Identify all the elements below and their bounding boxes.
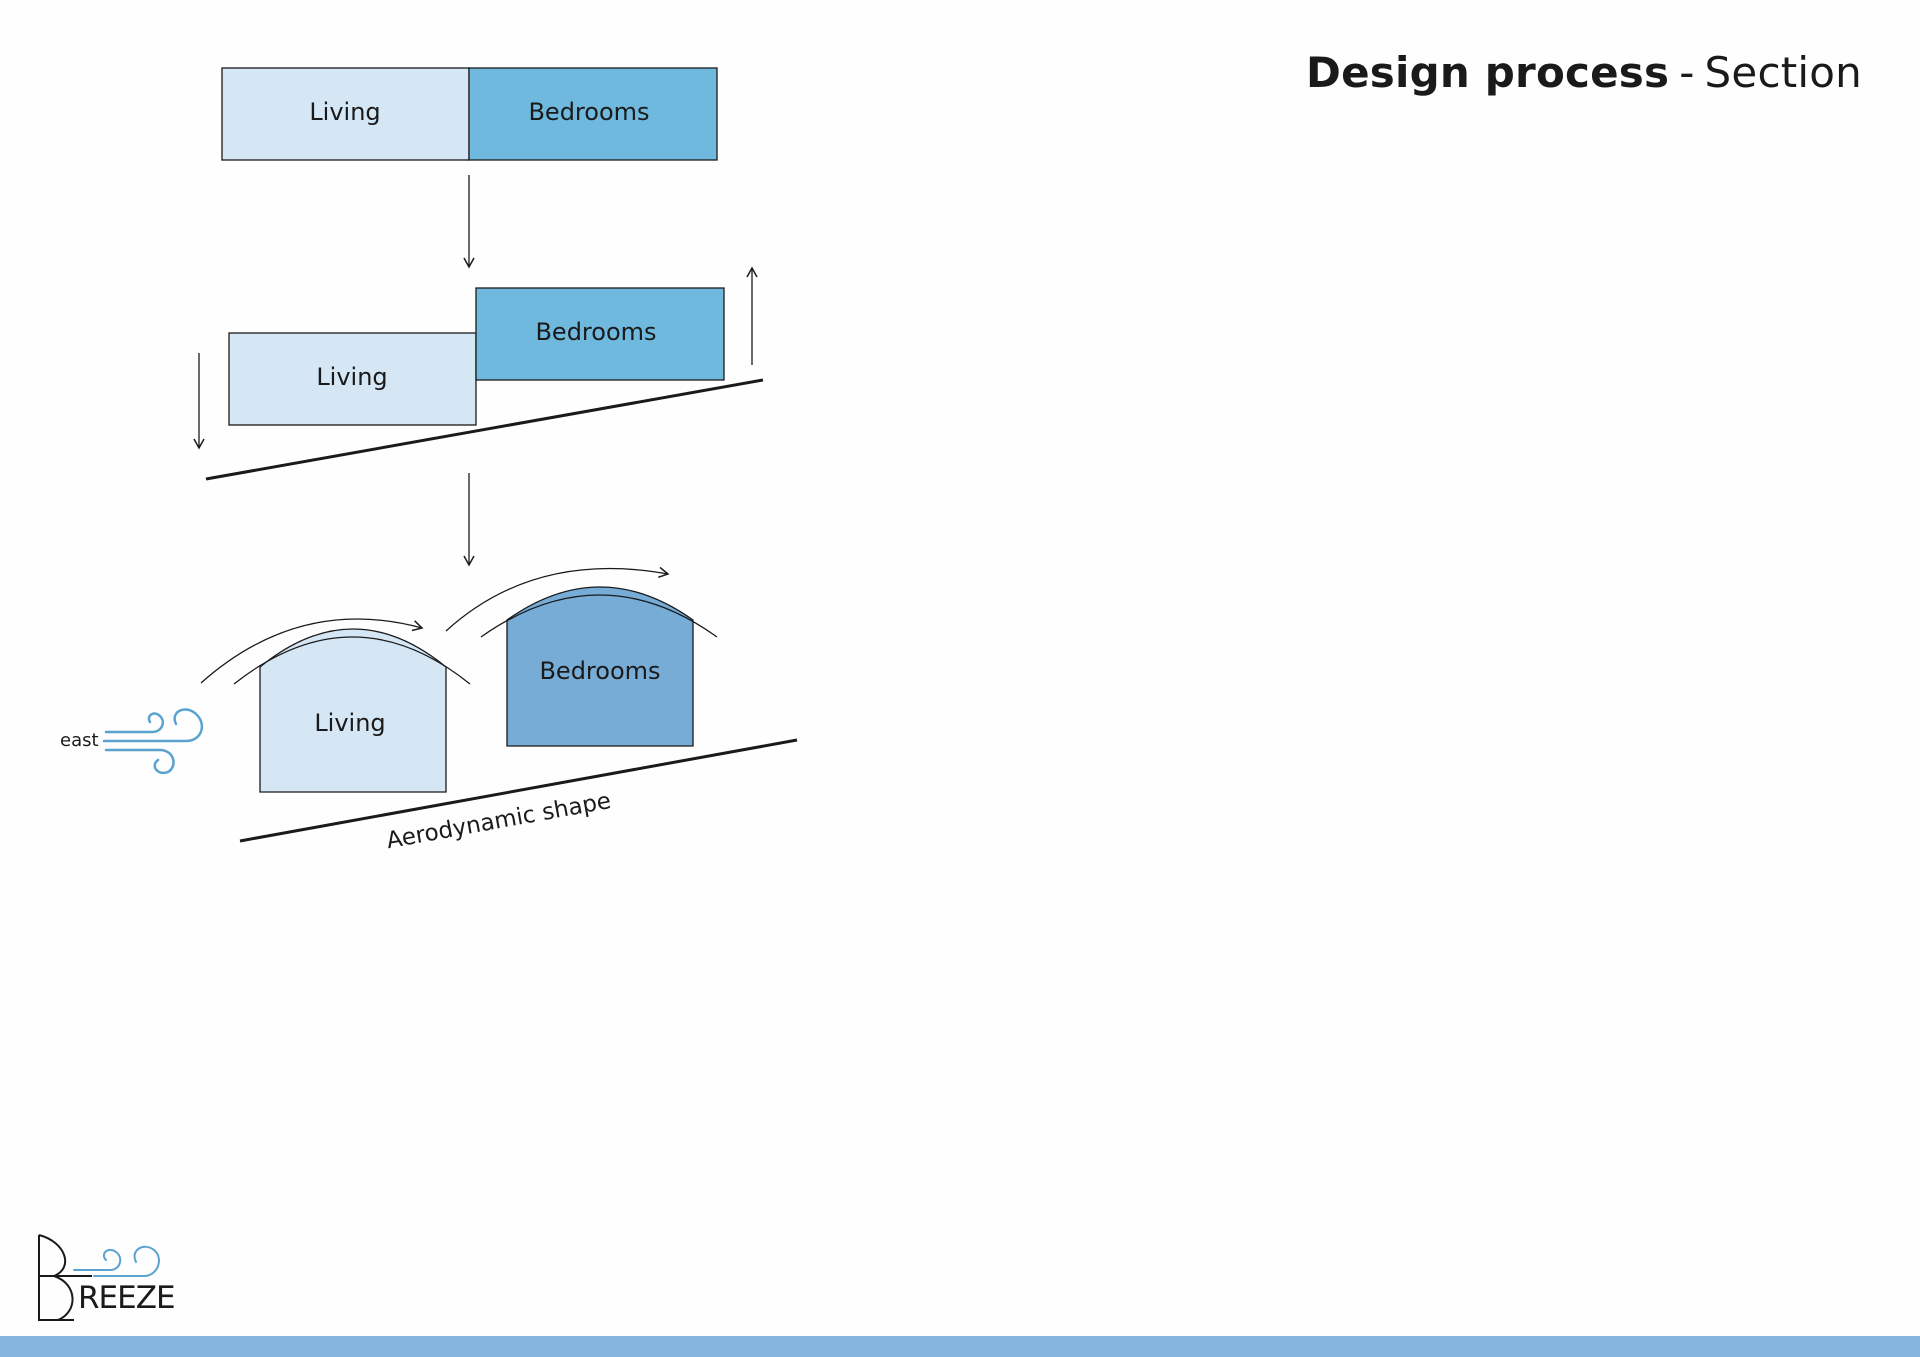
step2-bedrooms-label: Bedrooms: [535, 318, 656, 346]
logo-text: REEZE: [78, 1280, 176, 1316]
step3-ground-line: [239, 738, 798, 843]
title-rest: Section: [1704, 48, 1862, 97]
step3-group: Living Bedrooms Aerodynamic shape east: [60, 566, 798, 854]
step3-living-label: Living: [314, 709, 385, 737]
step1-bedrooms-block: [468, 67, 718, 161]
step3-bedrooms-roof-line: [480, 594, 718, 638]
step2-ground-line: [205, 378, 764, 481]
logo-mark-icon: [38, 1234, 160, 1321]
step2-living-block: [228, 332, 477, 426]
step3-bedrooms-label: Bedrooms: [539, 657, 660, 685]
step1-living-label: Living: [309, 98, 380, 126]
breeze-logo: REEZE: [34, 1230, 184, 1325]
wind-label: east: [60, 730, 99, 751]
title-separator: -: [1679, 48, 1695, 97]
title-bold: Design process: [1306, 48, 1670, 97]
airflow-arrow-2: [445, 566, 670, 632]
step2-living-label: Living: [316, 363, 387, 391]
step2-group: Living Bedrooms: [193, 266, 764, 481]
step3-living-roof-line: [233, 636, 471, 685]
page-title: Design process-Section: [1306, 48, 1862, 97]
step1-bedrooms-label: Bedrooms: [528, 98, 649, 126]
wind-icon: [102, 708, 204, 775]
step3-bedrooms-block: [506, 586, 694, 747]
step1-group: Living Bedrooms: [221, 67, 718, 161]
ground-label: Aerodynamic shape: [384, 788, 613, 854]
bottom-bar: [0, 1336, 1920, 1357]
step2-bedrooms-block: [475, 287, 725, 381]
airflow-arrow-1: [200, 618, 424, 684]
